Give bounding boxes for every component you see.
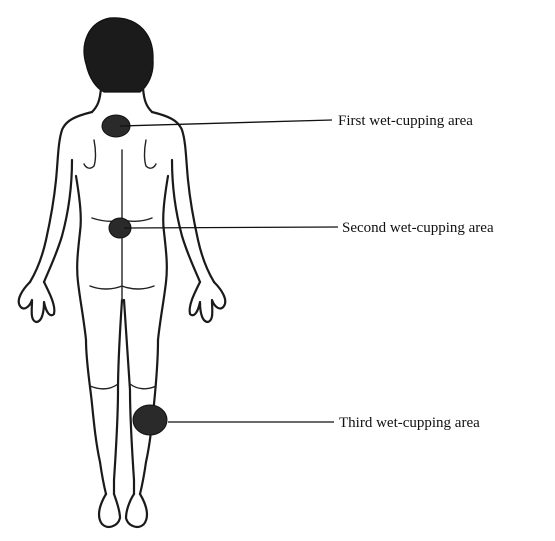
body-outline <box>19 112 226 527</box>
knees <box>90 384 156 389</box>
second-leader-line <box>124 227 338 228</box>
inner-legs-outline <box>114 300 134 494</box>
left-hand <box>19 282 55 322</box>
left-foot <box>99 494 120 527</box>
shoulder-blade-right <box>145 140 157 168</box>
right-foot <box>126 494 147 527</box>
shoulder-blade-left <box>84 140 96 168</box>
first-leader-line <box>120 120 332 126</box>
second-area-label: Second wet-cupping area <box>342 220 494 236</box>
first-area-label: First wet-cupping area <box>338 113 473 129</box>
left-leg-outline <box>86 340 106 494</box>
right-hand <box>190 282 226 322</box>
head <box>84 18 153 112</box>
third-area-label: Third wet-cupping area <box>339 415 480 431</box>
hair <box>84 18 153 92</box>
third-area-spot <box>133 405 167 435</box>
